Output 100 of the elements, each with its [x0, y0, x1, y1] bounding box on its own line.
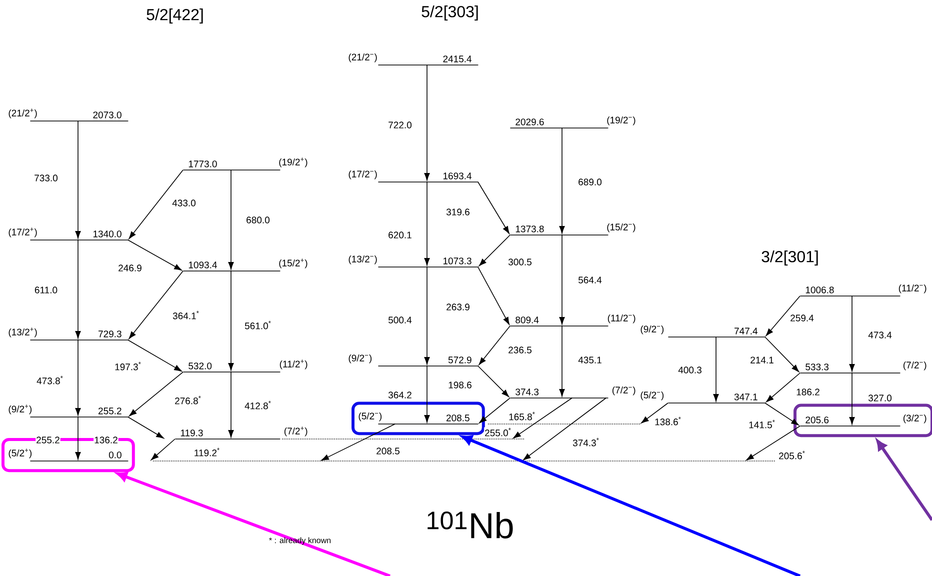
node-label: 533.3: [806, 364, 829, 370]
node-label: 747.4: [734, 328, 758, 334]
node-label: 1073.3: [443, 258, 472, 264]
edge-label: 400.3: [678, 366, 702, 374]
node-label: 2415.4: [443, 56, 472, 62]
highlight-box: [352, 402, 485, 436]
node-label: (3/2$^{−}$): [903, 414, 926, 424]
edge-label: 236.5: [508, 346, 532, 354]
edge-label: 255.0$^{*}$: [484, 427, 512, 437]
transition-arrow: [478, 182, 510, 234]
transition-arrow: [228, 170, 234, 270]
transition-arrow: [513, 398, 572, 438]
edge-label: 722.0: [388, 121, 412, 129]
edge-label: 561.0$^{*}$: [244, 320, 272, 330]
edge-label: 255.2: [36, 436, 60, 444]
energy-level: 1373.8 (15/2$^{−}$): [510, 223, 636, 236]
transition-arrow: [75, 120, 81, 239]
edge-label: 680.0: [246, 216, 270, 224]
edge-label: 208.5: [376, 447, 400, 455]
node-label: 532.0: [188, 362, 212, 370]
dotted-level-line: [282, 438, 526, 440]
node-label: (7/2$^{+}$): [284, 426, 308, 436]
node-label: (21/2$^{+}$): [8, 108, 37, 118]
edge-label: 364.1$^{*}$: [172, 310, 200, 320]
edge-label: 319.6: [446, 208, 470, 216]
edge-label: 276.8$^{*}$: [174, 395, 202, 405]
edge-label: 263.9: [446, 303, 470, 311]
transition-arrow: [849, 372, 855, 425]
transition-arrow: [128, 416, 164, 438]
node-label: (13/2$^{−}$): [348, 255, 377, 264]
node-label: 1093.4: [188, 262, 217, 268]
energy-level: (9/2$^{+}$) 255.2: [8, 404, 128, 418]
edge-label: 119.2$^{*}$: [193, 447, 221, 457]
transition-arrow: [128, 270, 184, 339]
edge-label: 246.9: [118, 264, 142, 272]
node-label: (5/2$^{+}$): [8, 448, 32, 458]
transition-arrow: [641, 402, 668, 424]
edge-label: 186.2: [796, 388, 820, 396]
energy-level: 1773.0 (19/2$^{+}$): [183, 158, 308, 170]
node-label: 205.6: [806, 416, 829, 424]
transition-arrow: [478, 266, 510, 325]
transition-arrow: [128, 340, 182, 372]
energy-level: 1006.8 (11/2$^{−}$): [800, 284, 926, 296]
node-label: 1693.4: [443, 172, 472, 180]
node-label: (15/2$^{−}$): [607, 223, 636, 232]
edge-label: 473.8$^{*}$: [36, 375, 64, 385]
energy-level: (21/2$^{−}$) 2415.4: [348, 53, 478, 66]
transition-arrow: [75, 416, 81, 460]
transition-arrow: [559, 128, 565, 234]
edge-label: 136.2: [94, 436, 118, 444]
transition-arrow: [129, 372, 184, 416]
energy-level: (17/2$^{−}$) 1693.4: [348, 170, 478, 182]
edge-label: 198.6: [448, 381, 472, 389]
energy-level: 205.6 (3/2$^{−}$): [800, 414, 926, 426]
energy-level: (5/2$^{−}$) 347.1: [640, 391, 766, 404]
node-label: 0.0: [108, 452, 122, 458]
edge-label: 141.5$^{*}$: [748, 419, 776, 429]
energy-level: 1093.4 (15/2$^{+}$): [183, 258, 308, 272]
energy-level: 119.3 (7/2$^{+}$): [175, 426, 308, 440]
energy-level: 532.0 (11/2$^{+}$): [183, 360, 308, 372]
energy-level: 374.3 (7/2$^{−}$): [510, 386, 636, 398]
transition-arrow: [128, 240, 182, 270]
node-label: 1773.0: [188, 160, 217, 168]
edge-label: 214.1: [750, 356, 774, 364]
band-heading: 5/2[422]: [146, 8, 203, 24]
edge-label: 473.4: [868, 331, 892, 339]
energy-level: (5/2$^{−}$) 208.5: [358, 412, 478, 424]
band-heading: 5/2[303]: [422, 6, 478, 20]
edge-label: 611.0: [34, 286, 58, 294]
transition-arrow: [559, 326, 565, 397]
node-label: (7/2$^{−}$): [903, 361, 926, 370]
edge-label: 327.0: [868, 394, 892, 402]
energy-level: (21/2$^{+}$) 2073.0: [8, 108, 128, 122]
node-label: 1340.0: [93, 230, 122, 238]
node-label: 119.3: [180, 430, 203, 436]
transition-arrow: [424, 266, 430, 365]
node-label: (9/2$^{−}$): [348, 354, 372, 364]
node-label: (21/2$^{−}$): [348, 53, 377, 62]
transition-arrow: [478, 326, 510, 365]
transition-arrow: [766, 372, 800, 402]
transition-arrow: [478, 366, 510, 398]
node-label: 572.9: [448, 356, 472, 364]
edge-label: 433.0: [172, 199, 196, 207]
edge-label: 259.4: [790, 314, 814, 322]
node-label: 374.3: [516, 388, 539, 396]
node-label: (5/2$^{−}$): [358, 412, 382, 422]
node-label: 255.2: [98, 408, 122, 414]
transition-arrow: [75, 340, 81, 416]
transition-arrow: [479, 398, 510, 424]
transition-arrow: [478, 234, 510, 266]
edge-label: 435.1: [578, 356, 602, 364]
node-label: (17/2$^{−}$): [348, 170, 377, 180]
edge-label: 412.8$^{*}$: [244, 400, 272, 410]
node-label: (13/2$^{+}$): [8, 328, 37, 338]
edge-label: 500.4: [388, 316, 412, 324]
transition-arrow: [766, 296, 800, 336]
transition-arrow: [849, 296, 855, 372]
transition-arrow: [764, 402, 799, 426]
transition-arrow: [559, 234, 565, 325]
node-label: (9/2$^{+}$): [8, 404, 32, 414]
